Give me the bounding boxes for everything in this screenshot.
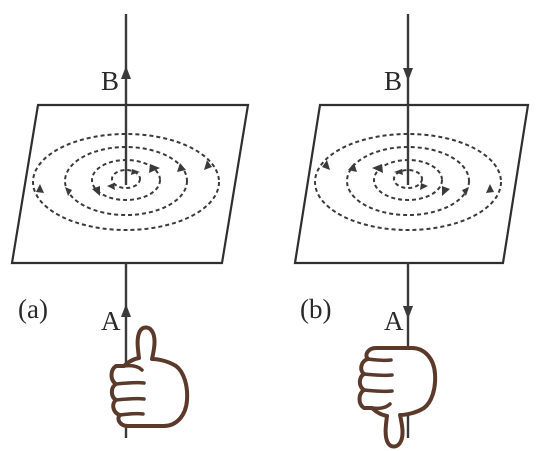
field-arrow-a-3 bbox=[149, 164, 160, 173]
field-arrow-b-1 bbox=[394, 169, 403, 175]
field-arrow-a-6 bbox=[65, 187, 72, 196]
caption-a: (a) bbox=[18, 294, 48, 324]
field-lines-a bbox=[32, 133, 220, 231]
thumb-down-icon bbox=[357, 346, 438, 449]
field-arrows-b bbox=[322, 160, 494, 196]
label-b-a: B bbox=[101, 66, 119, 96]
field-line-a-3 bbox=[64, 146, 188, 216]
field-arrow-b-4 bbox=[442, 186, 450, 196]
label-a-b: A bbox=[384, 306, 404, 336]
current-arrow-b-bottom bbox=[403, 306, 413, 319]
panel-b: B A (b) bbox=[293, 14, 530, 449]
current-arrow-a-top bbox=[121, 66, 131, 79]
field-line-b-3 bbox=[346, 146, 470, 216]
caption-b: (b) bbox=[300, 294, 331, 324]
field-arrow-b-5 bbox=[348, 163, 357, 172]
field-line-a-4 bbox=[32, 133, 220, 231]
field-arrows-a bbox=[36, 160, 212, 196]
label-b-b: B bbox=[384, 66, 402, 96]
current-arrow-b-top bbox=[403, 68, 413, 81]
label-a-a: A bbox=[101, 306, 121, 336]
field-arrow-b-8 bbox=[486, 184, 494, 193]
field-arrow-a-1 bbox=[131, 169, 140, 175]
thumb-up-icon bbox=[109, 325, 190, 428]
field-line-b-1 bbox=[393, 169, 423, 189]
field-arrow-b-6 bbox=[462, 187, 469, 196]
field-line-a-1 bbox=[111, 169, 141, 189]
field-arrow-b-2 bbox=[420, 183, 428, 190]
plane-a bbox=[10, 103, 250, 265]
field-arrow-b-3 bbox=[372, 164, 383, 173]
panel-a: B A (a) bbox=[10, 14, 250, 438]
field-line-b-4 bbox=[314, 133, 502, 231]
current-arrow-a-bottom bbox=[121, 304, 131, 317]
field-arrow-a-4 bbox=[92, 186, 100, 196]
field-arrow-a-8 bbox=[36, 184, 44, 193]
field-arrow-a-5 bbox=[177, 163, 186, 172]
field-arrow-a-7 bbox=[204, 160, 212, 170]
field-line-b-2 bbox=[373, 159, 443, 201]
plane-b bbox=[293, 103, 530, 265]
field-lines-b bbox=[314, 133, 502, 231]
field-arrow-b-7 bbox=[322, 160, 330, 170]
field-line-a-2 bbox=[91, 159, 161, 201]
field-arrow-a-2 bbox=[107, 183, 115, 190]
